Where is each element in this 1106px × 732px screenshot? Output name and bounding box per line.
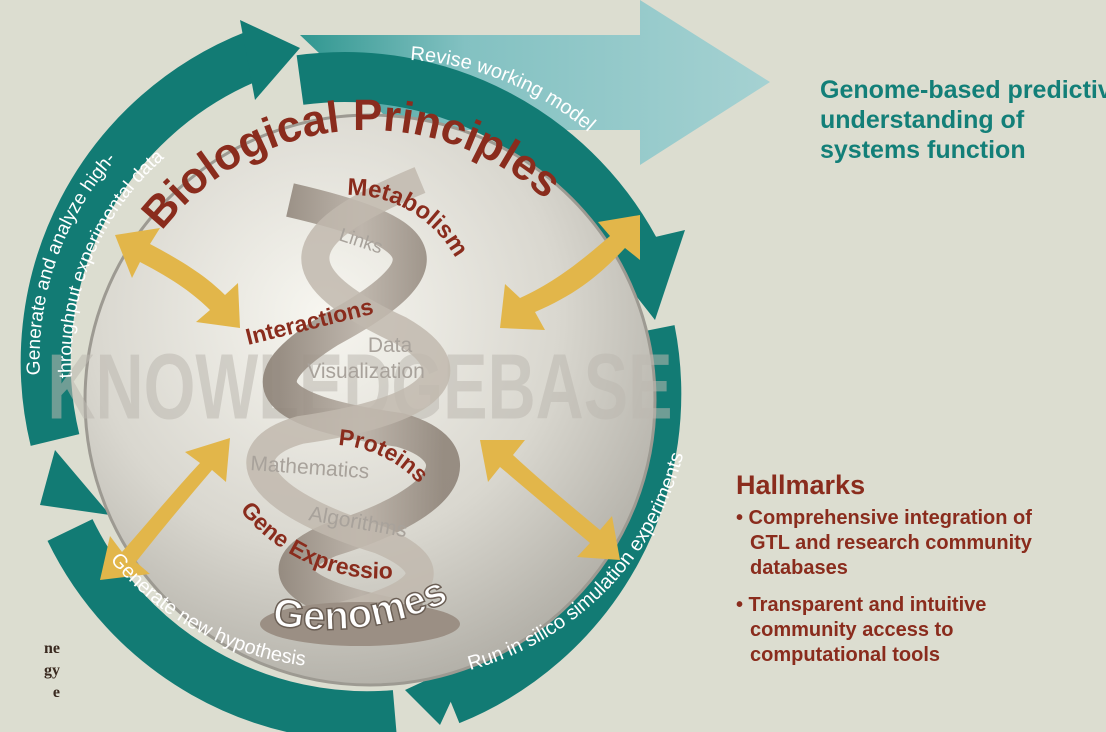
cycle-arrow-bottom-head bbox=[40, 450, 110, 515]
hallmarks-title: Hallmarks bbox=[736, 470, 866, 500]
hallmark-line: computational tools bbox=[750, 644, 940, 666]
hallmarks-panel: Hallmarks • Comprehensive integration of… bbox=[736, 468, 1106, 680]
cycle-arrow-right-head bbox=[405, 660, 470, 725]
gold-arrow-top-right bbox=[500, 215, 640, 330]
hallmark-line: GTL and research community bbox=[750, 532, 1032, 554]
hallmark-line: • Comprehensive integration of bbox=[736, 507, 1032, 529]
label-visualization: Visualization bbox=[307, 360, 425, 383]
hallmark-item: • Comprehensive integration of GTL and r… bbox=[736, 506, 1106, 581]
goal-line: Genome-based predictive bbox=[820, 76, 1106, 104]
cycle-arrow-bottom bbox=[47, 518, 397, 732]
hallmark-line: • Transparent and intuitive bbox=[736, 594, 987, 616]
hallmark-line: community access to bbox=[750, 619, 954, 641]
hallmark-item: • Transparent and intuitive community ac… bbox=[736, 593, 1106, 668]
cycle-arrow-left bbox=[20, 31, 265, 446]
cycle-arrow-left-head bbox=[240, 20, 300, 100]
cropped-caption-fragment: ne gy e bbox=[0, 638, 60, 704]
cycle-arrow-top bbox=[296, 51, 663, 272]
goal-statement: Genome-based predictive understanding of… bbox=[820, 75, 1106, 165]
gold-arrow-bottom-left bbox=[100, 438, 230, 580]
gold-arrow-top-left bbox=[115, 228, 240, 328]
caption-fragment-line: e bbox=[52, 684, 60, 701]
gold-arrows bbox=[100, 215, 640, 580]
dna-helix bbox=[246, 167, 460, 646]
cycle-arrow-top-head bbox=[600, 230, 685, 320]
goal-line: systems function bbox=[820, 136, 1026, 164]
gold-arrow-bottom-right bbox=[480, 440, 620, 560]
knowledgebase-sphere bbox=[83, 113, 657, 687]
goal-line: understanding of bbox=[820, 106, 1025, 134]
label-data: Data bbox=[368, 334, 413, 357]
hallmark-line: databases bbox=[750, 557, 848, 579]
caption-fragment-line: gy bbox=[44, 662, 60, 679]
caption-fragment-line: ne bbox=[44, 640, 60, 657]
